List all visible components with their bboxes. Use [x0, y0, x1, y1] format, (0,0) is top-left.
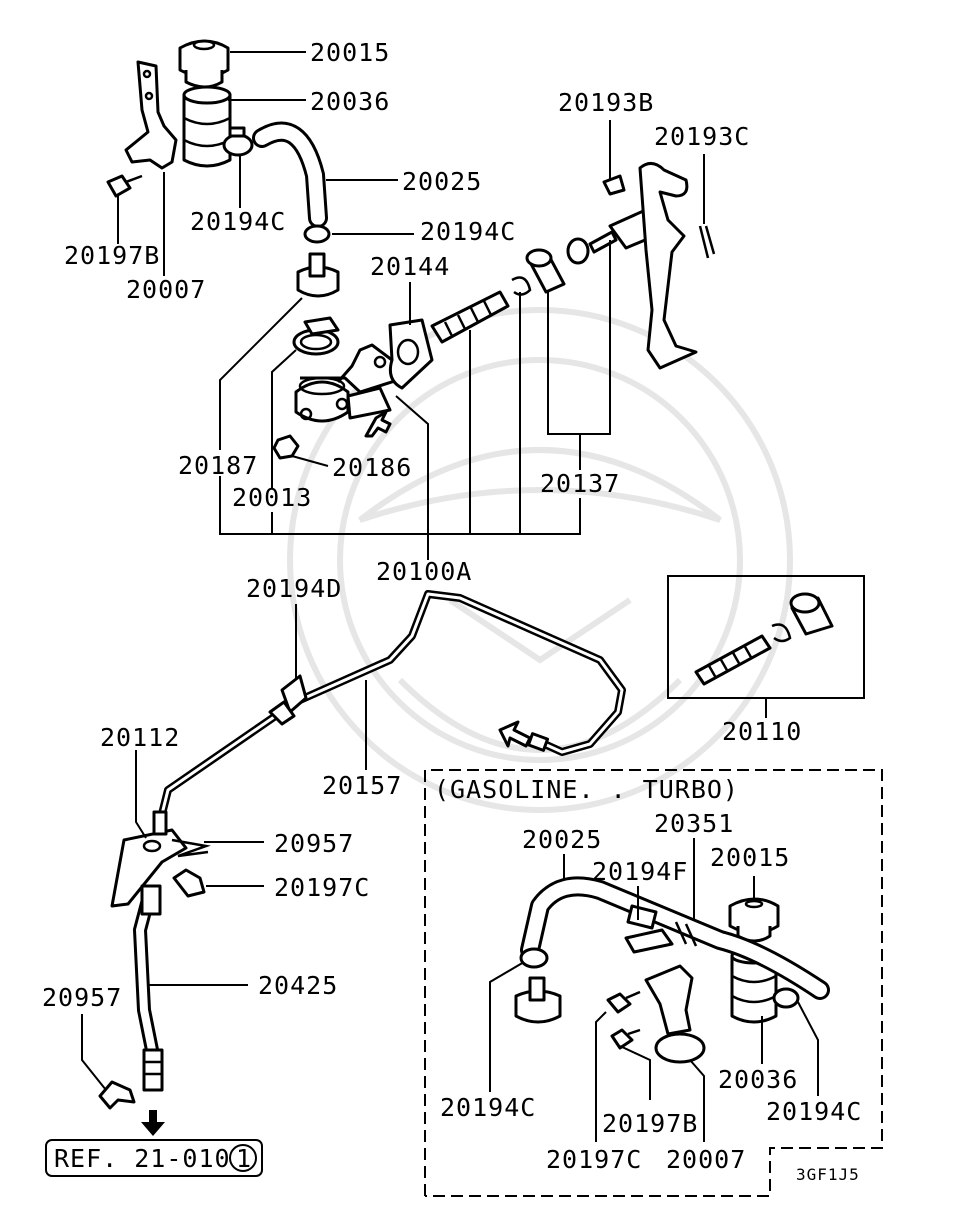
label-20957-a: 20957 [274, 829, 354, 858]
turbo-hose-clip-part[interactable] [624, 904, 674, 954]
label-20157: 20157 [322, 771, 402, 800]
label-20187: 20187 [178, 451, 258, 480]
label-turbo-20194C-right: 20194C [766, 1097, 862, 1126]
pipe-clip-part[interactable] [268, 674, 308, 726]
ref-down-arrow [141, 1110, 165, 1136]
lower-retaining-clip-part[interactable] [98, 1080, 136, 1110]
label-turbo-20351: 20351 [654, 809, 734, 838]
label-20186: 20186 [332, 453, 412, 482]
reservoir-tank-part[interactable] [182, 85, 232, 168]
hose-clamp-part[interactable] [222, 126, 254, 157]
label-turbo-20036: 20036 [718, 1065, 798, 1094]
master-cylinder-body-part[interactable] [294, 343, 400, 423]
turbo-bracket-part[interactable] [644, 964, 706, 1064]
snap-ring-part[interactable] [511, 276, 532, 296]
label-20007-top: 20007 [126, 275, 206, 304]
clutch-pedal-part[interactable] [638, 162, 698, 370]
upper-leader-lines [117, 51, 705, 560]
ref-circle-number: 1 [236, 1144, 252, 1173]
clevis-pin-part[interactable] [602, 174, 626, 196]
ref-text: REF. 21-010 [54, 1144, 231, 1173]
reservoir-bracket-part[interactable] [124, 60, 178, 170]
gasket-part[interactable] [388, 318, 434, 390]
gasoline-turbo-box [424, 769, 883, 1197]
label-20036-top: 20036 [310, 87, 390, 116]
label-20137: 20137 [540, 469, 620, 498]
label-20194C-a: 20194C [190, 207, 286, 236]
label-20100A: 20100A [376, 557, 472, 586]
flexible-hose-part[interactable] [132, 884, 164, 1092]
label-20194D: 20194D [246, 574, 342, 603]
diagram-code: 3GF1J5 [796, 1165, 860, 1184]
watermark-logo [287, 307, 793, 813]
bracket-bolt-part[interactable] [106, 174, 143, 198]
label-turbo-20015: 20015 [710, 843, 790, 872]
piston-part[interactable] [525, 248, 566, 294]
turbo-reservoir-nipple-part[interactable] [514, 976, 562, 1024]
part-number-labels: 20015 20036 20025 20194C 20194C 20197B 2… [42, 38, 802, 1012]
label-20194C-b: 20194C [420, 217, 516, 246]
turbo-hose-clamp-right-part[interactable] [772, 987, 800, 1009]
label-20957-b: 20957 [42, 983, 122, 1012]
reservoir-nipple-part[interactable] [296, 252, 340, 298]
turbo-hose-clamp-left-part[interactable] [519, 947, 549, 969]
direction-arrow [364, 410, 392, 438]
label-turbo-20197B: 20197B [602, 1109, 698, 1138]
label-20144: 20144 [370, 252, 450, 281]
turbo-reservoir-hose-part[interactable] [520, 876, 830, 1000]
reference-box: REF. 21-010 1 [45, 1139, 263, 1177]
lower-hose-clamp-part[interactable] [303, 224, 331, 244]
label-20197B-top: 20197B [64, 241, 160, 270]
pipe-fitting-part[interactable] [526, 732, 550, 752]
kit-boot-part[interactable] [694, 634, 772, 686]
reservoir-hose-part[interactable] [252, 121, 328, 228]
seal-ring-part[interactable] [292, 316, 340, 356]
hose-fitting-top-part[interactable] [152, 810, 168, 836]
label-turbo-20007: 20007 [666, 1145, 746, 1174]
reservoir-cap-part[interactable] [178, 39, 230, 89]
cotter-pin-part[interactable] [698, 225, 716, 259]
middle-leader-lines [81, 604, 367, 1091]
label-20193B: 20193B [558, 88, 654, 117]
label-20025-top: 20025 [402, 167, 482, 196]
label-20112: 20112 [100, 723, 180, 752]
nut-part[interactable] [272, 434, 300, 460]
turbo-reservoir-cap-part[interactable] [728, 897, 780, 943]
turbo-bolt-upper-part[interactable] [606, 990, 641, 1014]
label-20425: 20425 [258, 971, 338, 1000]
label-20015-top: 20015 [310, 38, 390, 67]
turbo-bolt-lower-part[interactable] [610, 1028, 641, 1050]
turbo-leader-lines [489, 838, 819, 1142]
kit-piston-part[interactable] [789, 592, 834, 636]
repair-kit-box [667, 575, 865, 718]
label-turbo-20194F: 20194F [592, 857, 688, 886]
retaining-clip-part[interactable] [171, 838, 211, 858]
bracket-bolt-mid-part[interactable] [172, 868, 206, 898]
label-turbo-20194C-left: 20194C [440, 1093, 536, 1122]
gasoline-turbo-title: (GASOLINE. . TURBO) [434, 775, 739, 804]
kit-snap-ring-part[interactable] [771, 623, 792, 643]
label-20110: 20110 [722, 717, 802, 746]
turbo-labels: (GASOLINE. . TURBO) 20025 20351 20194F 2… [434, 775, 862, 1184]
hose-bracket-part[interactable] [110, 828, 188, 908]
push-rod-boot-part[interactable] [430, 290, 510, 344]
label-20013: 20013 [232, 483, 312, 512]
label-20197C-mid: 20197C [274, 873, 370, 902]
label-20193C: 20193C [654, 122, 750, 151]
turbo-hose-band-part[interactable] [674, 921, 698, 947]
label-turbo-20197C: 20197C [546, 1145, 642, 1174]
label-turbo-20025: 20025 [522, 825, 602, 854]
